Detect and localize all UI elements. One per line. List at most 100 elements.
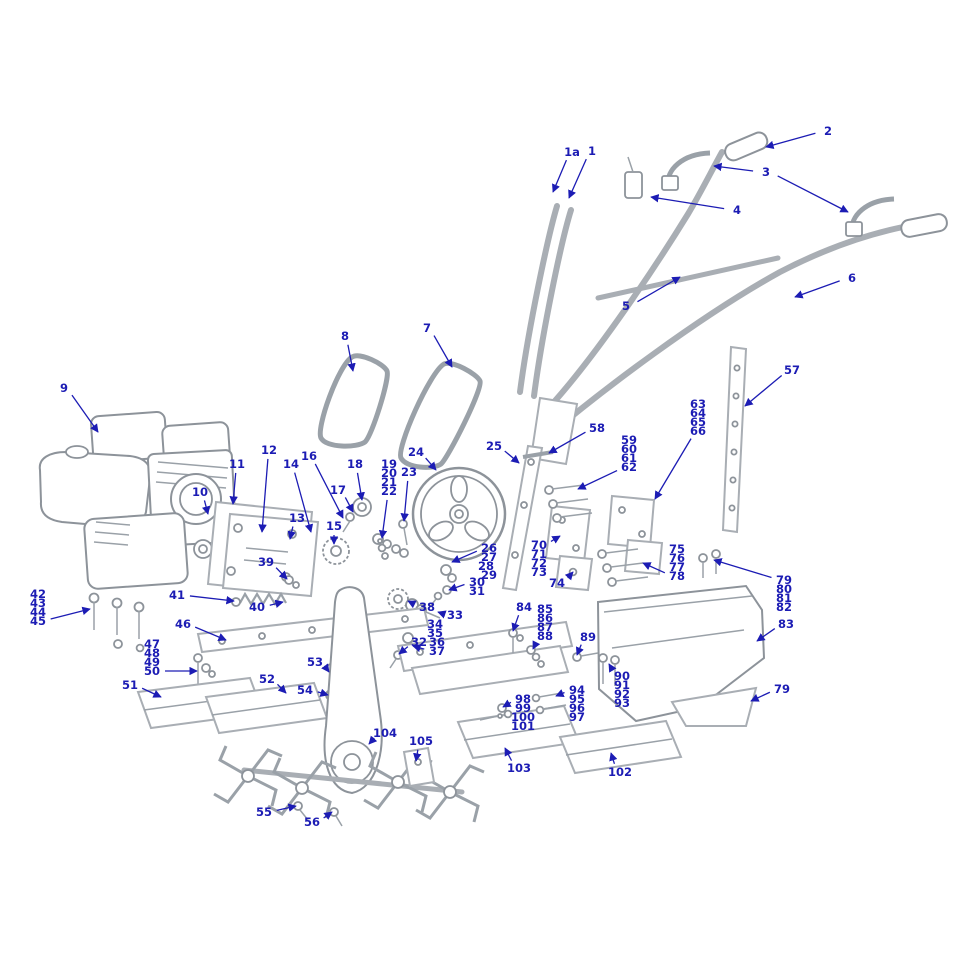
fuel-tank (38, 450, 152, 529)
frame-rails (196, 606, 574, 696)
callout-18: 18 (347, 457, 363, 471)
side-panels (136, 676, 683, 775)
callout-leader-88-85 (532, 640, 541, 650)
callout-82: 82 (776, 600, 792, 614)
callout-leader-70-67 (550, 535, 561, 544)
callout-leader-79-103 (750, 691, 771, 702)
callout-leader-84-81 (511, 614, 520, 632)
callout-1a: 1a (564, 145, 580, 159)
callout-77: 77 (669, 560, 685, 574)
callout-22: 22 (381, 484, 397, 498)
callout-leader-56-56 (323, 811, 333, 820)
callout-25: 25 (486, 439, 502, 453)
callout-55: 55 (256, 805, 272, 819)
callout-61: 61 (621, 451, 637, 465)
callout-11: 11 (229, 457, 245, 471)
handle-grip-right (900, 213, 948, 238)
callout-7: 7 (423, 321, 431, 335)
tine-bracket (402, 746, 436, 788)
callout-42: 42 (30, 587, 46, 601)
callout-102: 102 (608, 765, 632, 779)
callout-101: 101 (511, 719, 535, 733)
callout-27: 27 (481, 550, 497, 564)
callout-leader-57-57 (744, 374, 783, 407)
panel-hardware (479, 628, 567, 721)
callout-99: 99 (515, 701, 531, 715)
callout-leader-26-26 (451, 550, 478, 563)
callout-19: 19 (381, 457, 397, 471)
chain-case (323, 586, 383, 795)
callout-72: 72 (531, 556, 547, 570)
callout-90: 90 (614, 669, 630, 683)
callout-48: 48 (144, 646, 160, 660)
callout-leader-3-3 (777, 175, 849, 213)
callout-leader-41-41 (189, 595, 235, 605)
callout-leader-24-24 (425, 457, 437, 471)
callout-51: 51 (122, 678, 138, 692)
callout-leader-8-8 (347, 344, 356, 372)
callout-33: 33 (447, 608, 463, 622)
callout-17: 17 (330, 483, 346, 497)
callout-97: 97 (569, 710, 585, 724)
callout-76: 76 (669, 551, 685, 565)
callout-12: 12 (261, 443, 277, 457)
pivot-rod (522, 450, 554, 459)
callout-leader-40-40 (269, 599, 284, 608)
callout-leader-2-2 (765, 132, 816, 150)
callout-100: 100 (511, 710, 535, 724)
callout-81: 81 (776, 591, 792, 605)
callout-leader-7-7 (433, 335, 453, 368)
callout-91: 91 (614, 678, 630, 692)
callout-leader-5-5 (637, 276, 681, 303)
callout-leader-78-75 (642, 562, 666, 574)
callout-29: 29 (481, 568, 497, 582)
callout-leader-25-25 (504, 450, 520, 464)
callout-26: 26 (481, 541, 497, 555)
callout-leader-6-6 (794, 280, 840, 299)
callout-30: 30 (469, 575, 485, 589)
callout-46: 46 (175, 617, 191, 631)
callout-28: 28 (478, 559, 494, 573)
callout-leader-55-55 (276, 803, 297, 812)
callout-leader-22-22 (378, 499, 388, 539)
callout-87: 87 (537, 620, 553, 634)
callout-93: 93 (614, 696, 630, 710)
callout-79: 79 (774, 682, 790, 696)
callout-47: 47 (144, 637, 160, 651)
callout-41: 41 (169, 588, 185, 602)
callout-3: 3 (762, 165, 770, 179)
callout-21: 21 (381, 475, 397, 489)
callout-leader-38-32 (407, 600, 417, 609)
callout-103: 103 (507, 761, 531, 775)
callout-4: 4 (733, 203, 741, 217)
callout-2: 2 (824, 124, 832, 138)
callout-leader-46-46 (194, 626, 227, 641)
drag-bar-artwork (501, 444, 554, 592)
tine-assembly (213, 745, 485, 827)
handlebar-artwork (517, 131, 948, 466)
callout-34: 34 (427, 617, 443, 631)
callout-40: 40 (249, 600, 265, 614)
callout-9: 9 (60, 381, 68, 395)
callout-leader-1a-0 (552, 159, 568, 193)
callout-80: 80 (776, 582, 792, 596)
callout-10: 10 (192, 485, 208, 499)
engine-artwork (38, 411, 238, 590)
callout-leader-79-76 (713, 558, 772, 579)
callout-leader-9-9 (71, 394, 99, 433)
callout-36: 36 (429, 635, 445, 649)
callout-105: 105 (409, 734, 433, 748)
callout-92: 92 (614, 687, 630, 701)
callout-52: 52 (259, 672, 275, 686)
callout-leader-14-14 (294, 472, 314, 533)
callout-16: 16 (301, 449, 317, 463)
callout-leader-30-30 (448, 583, 465, 592)
callout-leader-103-100 (504, 747, 513, 761)
callout-leader-39-39 (275, 567, 288, 580)
tine-shield (596, 549, 766, 727)
callout-leader-104-101 (368, 735, 378, 745)
callout-leader-13-13 (287, 526, 296, 540)
callout-31: 31 (469, 584, 485, 598)
transmission-pulley (411, 466, 507, 562)
